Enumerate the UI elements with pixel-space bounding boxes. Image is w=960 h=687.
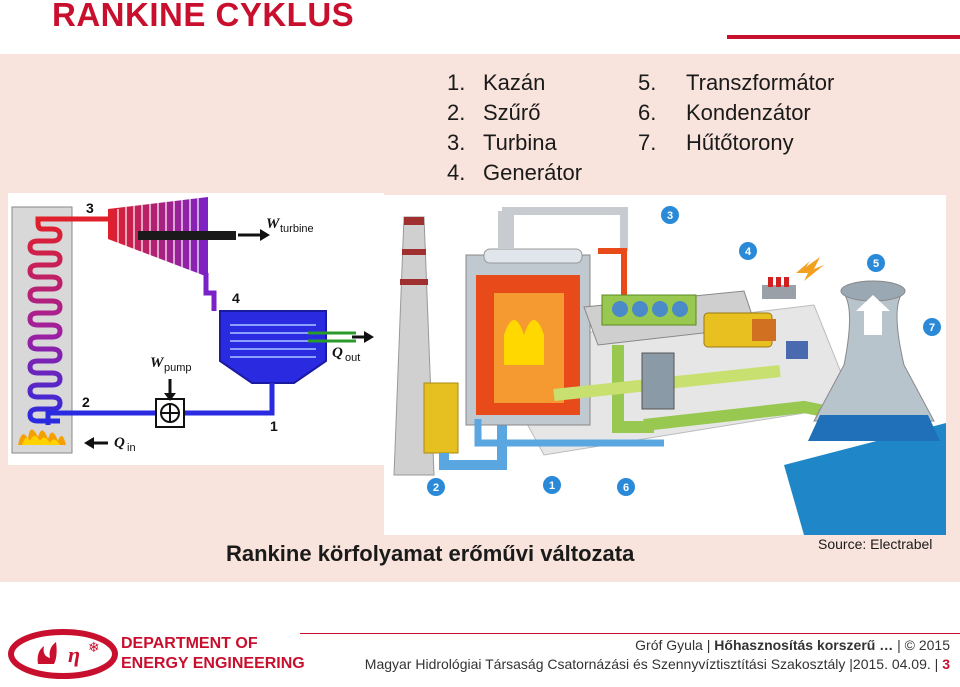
state-point-3: 3 bbox=[86, 200, 94, 216]
legend-num: 1. bbox=[447, 70, 466, 95]
legend-item: 5. Transzformátor bbox=[638, 68, 834, 98]
legend-num: 4. bbox=[447, 160, 466, 185]
work-turbine-arrowhead bbox=[260, 229, 270, 241]
slide-title: RANKINE CYKLUS bbox=[52, 0, 355, 33]
state-point-1: 1 bbox=[270, 418, 278, 434]
q-out-subscript: out bbox=[345, 352, 360, 364]
legend-item: 3. Turbina bbox=[447, 128, 582, 158]
pump-icon bbox=[155, 398, 185, 428]
pipe-boiler-to-turbine bbox=[35, 216, 116, 223]
flame-icon bbox=[18, 429, 66, 445]
q-out-label: Q bbox=[332, 345, 343, 361]
q-in-label: Q bbox=[114, 435, 125, 451]
footer-org-line: Magyar Hidrológiai Társaság Csatornázási… bbox=[364, 656, 950, 672]
marker-2: 2 bbox=[427, 478, 445, 496]
footer-org: Magyar Hidrológiai Társaság Csatornázási… bbox=[364, 656, 846, 672]
legend-item: 1. Kazán bbox=[447, 68, 582, 98]
w-pump-label: W bbox=[150, 355, 165, 371]
feedwater-pipe bbox=[474, 419, 664, 447]
legend-num: 3. bbox=[447, 130, 466, 155]
power-plant-illustration: 1 2 3 4 5 6 7 bbox=[384, 195, 946, 535]
heat-in-arrowhead bbox=[84, 437, 94, 449]
rankine-cycle-diagram: W turbine 3 4 2 1 Q out W pump Q in bbox=[8, 193, 384, 465]
cooling-water-pipe bbox=[612, 345, 654, 433]
cooling-tower-icon bbox=[808, 280, 940, 441]
svg-text:3: 3 bbox=[667, 210, 673, 222]
svg-text:1: 1 bbox=[549, 480, 555, 492]
legend-item: 7. Hűtőtorony bbox=[638, 128, 834, 158]
department-logo-icon: η ❄ bbox=[8, 629, 118, 679]
legend-item: 2. Szűrő bbox=[447, 98, 582, 128]
boiler-building bbox=[465, 248, 591, 426]
legend-num: 7. bbox=[638, 130, 657, 155]
river-water bbox=[784, 423, 946, 535]
legend-num: 2. bbox=[447, 100, 466, 125]
legend-item: 4. Generátor bbox=[447, 158, 582, 188]
figure-caption: Rankine körfolyamat erőművi változata bbox=[226, 541, 635, 566]
legend-num: 6. bbox=[638, 100, 657, 125]
work-pump-arrowhead bbox=[164, 393, 176, 401]
w-turbine-subscript: turbine bbox=[280, 223, 314, 235]
turbine-icon bbox=[108, 197, 236, 277]
filter-unit bbox=[423, 382, 459, 454]
component-legend-right: 5. Transzformátor 6. Kondenzátor 7. Hűtőtor… bbox=[638, 68, 834, 158]
boiler-serpentine-tube bbox=[27, 222, 63, 424]
footer-author: Gróf Gyula bbox=[635, 637, 703, 653]
state-point-2: 2 bbox=[82, 394, 90, 410]
condenser-unit bbox=[641, 352, 675, 410]
legend-item: 6. Kondenzátor bbox=[638, 98, 834, 128]
legend-label: Transzformátor bbox=[686, 70, 835, 95]
legend-label: Turbina bbox=[483, 130, 557, 155]
legend-label: Szűrő bbox=[483, 100, 541, 125]
marker-4: 4 bbox=[739, 242, 757, 260]
footer-divider bbox=[300, 633, 960, 634]
boiler-box bbox=[11, 206, 73, 454]
figure-source: Source: Electrabel bbox=[818, 536, 933, 552]
q-in-subscript: in bbox=[127, 442, 136, 454]
pipe-pump-to-boiler bbox=[45, 410, 156, 425]
page-number: 3 bbox=[942, 656, 950, 672]
svg-text:5: 5 bbox=[873, 258, 879, 270]
svg-text:7: 7 bbox=[929, 322, 935, 334]
heat-out-arrowhead bbox=[364, 331, 374, 343]
legend-label: Generátor bbox=[483, 160, 583, 185]
svg-text:4: 4 bbox=[745, 246, 752, 258]
legend-label: Kondenzátor bbox=[686, 100, 811, 125]
marker-5: 5 bbox=[867, 254, 885, 272]
pipe-turbine-to-condenser bbox=[203, 273, 217, 311]
department-name: DEPARTMENT OF ENERGY ENGINEERING bbox=[121, 634, 305, 674]
marker-6: 6 bbox=[617, 478, 635, 496]
marker-3: 3 bbox=[661, 206, 679, 224]
transformer-icon bbox=[762, 277, 796, 299]
marker-7: 7 bbox=[923, 318, 941, 336]
electricity-bolt-icon bbox=[796, 257, 824, 281]
generator-icon bbox=[703, 312, 808, 359]
footer-date: 2015. 04.09. bbox=[852, 656, 931, 672]
footer-topic: Hőhasznosítás korszerű … bbox=[714, 637, 894, 653]
legend-label: Hűtőtorony bbox=[686, 130, 794, 155]
marker-1: 1 bbox=[543, 476, 561, 494]
w-turbine-label: W bbox=[266, 216, 281, 232]
svg-text:η: η bbox=[68, 642, 80, 667]
title-accent-bar bbox=[727, 35, 960, 39]
pipe-condenser-to-pump bbox=[184, 383, 275, 416]
svg-text:❄: ❄ bbox=[88, 640, 100, 656]
footer-author-line: Gróf Gyula | Hőhasznosítás korszerű … | … bbox=[635, 637, 950, 653]
legend-num: 5. bbox=[638, 70, 657, 95]
department-line-1: DEPARTMENT OF bbox=[121, 635, 258, 652]
w-pump-subscript: pump bbox=[164, 362, 192, 374]
steam-pipe bbox=[498, 207, 628, 251]
state-point-4: 4 bbox=[232, 290, 240, 306]
footer-year: © 2015 bbox=[904, 637, 950, 653]
legend-label: Kazán bbox=[483, 70, 546, 95]
condenser-icon bbox=[219, 310, 356, 384]
svg-text:2: 2 bbox=[433, 482, 439, 494]
component-legend-left: 1. Kazán 2. Szűrő 3. Turbina 4. Generátor bbox=[447, 68, 582, 188]
department-line-2: ENERGY ENGINEERING bbox=[121, 655, 305, 672]
svg-text:6: 6 bbox=[623, 482, 629, 494]
hot-steam-pipe bbox=[598, 248, 627, 295]
